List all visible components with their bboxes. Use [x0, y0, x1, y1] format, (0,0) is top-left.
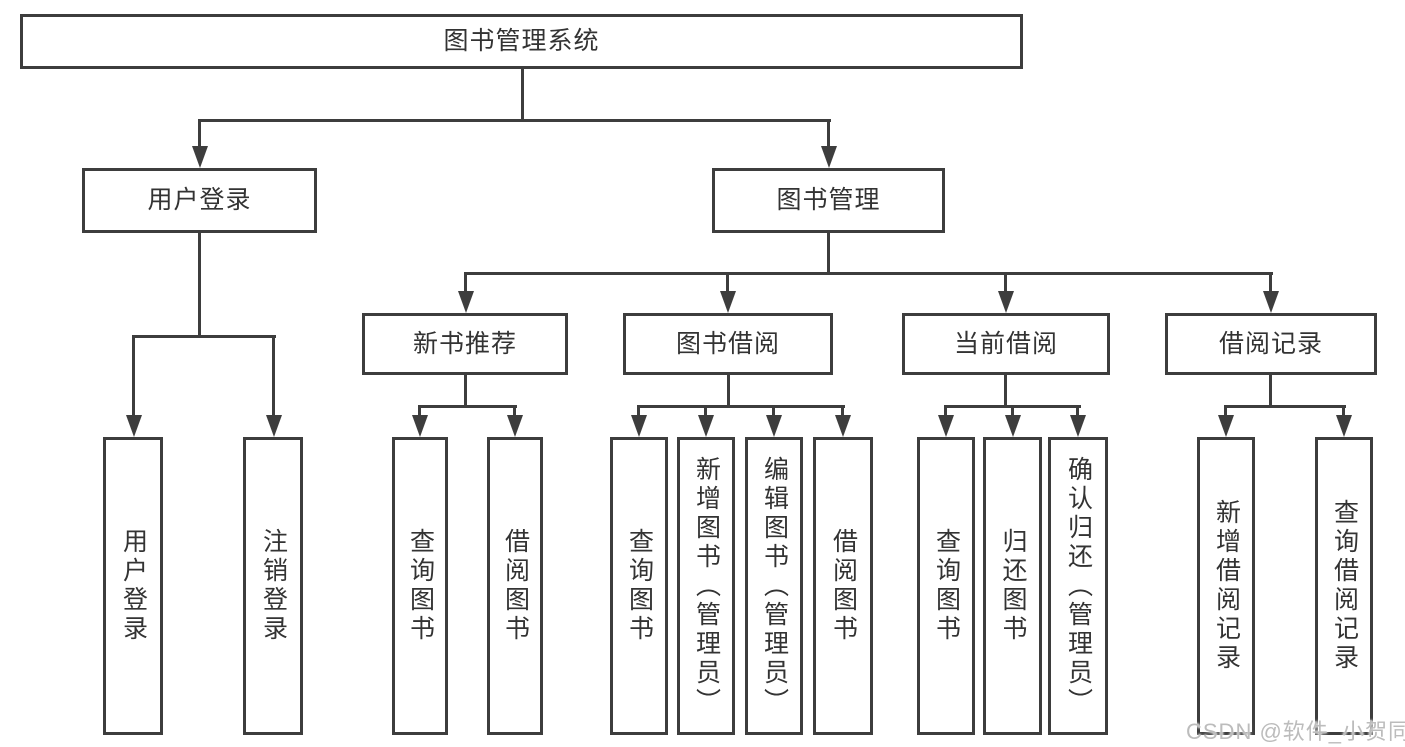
arrow-down	[827, 122, 830, 146]
arrow-down	[272, 338, 275, 415]
arrow-down	[198, 122, 201, 146]
leaf-query-books-recommend: 查询图书	[392, 437, 448, 735]
leaf-query-books-borrowing: 查询图书	[610, 437, 668, 735]
connector-segment	[637, 405, 845, 408]
arrow-down	[418, 408, 421, 415]
arrow-down	[464, 275, 467, 291]
connector-segment	[464, 272, 1273, 275]
arrow-down	[1011, 408, 1014, 415]
connector-segment	[944, 405, 1081, 408]
leaf-query-borrow-record: 查询借阅记录	[1315, 437, 1373, 735]
arrow-down	[1076, 408, 1079, 415]
node-book-management: 图书管理	[712, 168, 945, 233]
arrow-down	[513, 408, 516, 415]
leaf-confirm-return-admin: 确认归还（管理员）	[1048, 437, 1108, 735]
connector-segment	[464, 375, 467, 406]
leaf-user-login: 用户登录	[103, 437, 163, 735]
arrow-down	[1004, 275, 1007, 291]
leaf-edit-books-admin: 编辑图书（管理员）	[745, 437, 803, 735]
arrow-down	[944, 408, 947, 415]
node-root: 图书管理系统	[20, 14, 1023, 69]
leaf-add-books-admin: 新增图书（管理员）	[677, 437, 735, 735]
arrow-down	[772, 408, 775, 415]
connector-segment	[521, 68, 524, 122]
csdn-watermark: CSDN @软件_小贺同学	[1186, 719, 1405, 744]
connector-segment	[418, 405, 517, 408]
leaf-borrow-books-recommend: 借阅图书	[487, 437, 543, 735]
connector-segment	[827, 233, 830, 274]
node-book-borrowing: 图书借阅	[623, 313, 833, 375]
leaf-query-books-current: 查询图书	[917, 437, 975, 735]
leaf-borrow-books-borrowing: 借阅图书	[813, 437, 873, 735]
connector-segment	[132, 335, 276, 338]
arrow-down	[726, 275, 729, 291]
leaf-add-borrow-record: 新增借阅记录	[1197, 437, 1255, 735]
connector-segment	[198, 233, 201, 337]
node-new-book-recommend: 新书推荐	[362, 313, 568, 375]
arrow-down	[841, 408, 844, 415]
connector-segment	[1224, 405, 1346, 408]
leaf-return-books: 归还图书	[983, 437, 1042, 735]
arrow-down	[1269, 275, 1272, 291]
leaf-logout: 注销登录	[243, 437, 303, 735]
node-borrowing-records: 借阅记录	[1165, 313, 1377, 375]
node-current-borrowing: 当前借阅	[902, 313, 1110, 375]
arrow-down	[1342, 408, 1345, 415]
node-user-login: 用户登录	[82, 168, 317, 233]
arrow-down	[1224, 408, 1227, 415]
connector-segment	[1004, 375, 1007, 406]
arrow-down	[704, 408, 707, 415]
arrow-down	[637, 408, 640, 415]
connector-segment	[1269, 375, 1272, 406]
arrow-down	[132, 338, 135, 415]
connector-segment	[727, 375, 730, 406]
connector-segment	[198, 119, 831, 122]
